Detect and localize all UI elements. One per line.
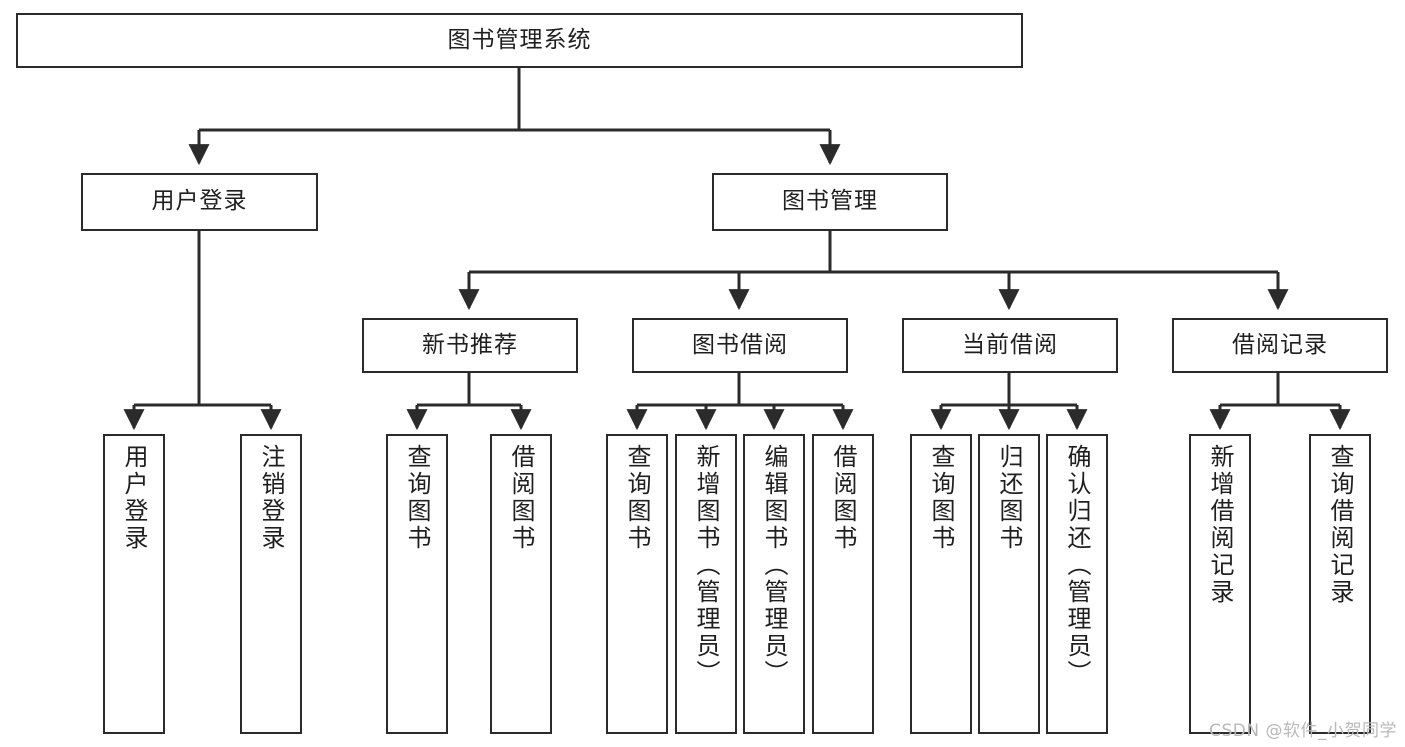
node-label: 借阅图书	[829, 444, 857, 552]
node-root-system[interactable]: 图书管理系统	[16, 13, 1023, 68]
node-label: 图书借阅	[692, 331, 788, 358]
node-label: 图书管理系统	[447, 26, 592, 53]
node-current-borrow[interactable]: 当前借阅	[902, 318, 1118, 373]
leaf-current-confirm-return-admin[interactable]: 确认归还（管理员）	[1046, 434, 1108, 734]
node-label: 新增借阅记录	[1206, 444, 1234, 606]
node-label: 新书推荐	[422, 331, 518, 358]
node-book-management[interactable]: 图书管理	[712, 173, 948, 231]
node-label: 查询借阅记录	[1326, 444, 1354, 606]
leaf-borrow-edit-book-admin[interactable]: 编辑图书（管理员）	[743, 434, 805, 734]
leaf-user-login-logout[interactable]: 注销登录	[240, 434, 302, 734]
node-label: 查询图书	[623, 444, 651, 552]
node-label: 用户登录	[120, 444, 148, 552]
leaf-recommend-borrow-book[interactable]: 借阅图书	[490, 434, 552, 734]
node-label: 借阅记录	[1232, 331, 1328, 358]
node-label: 归还图书	[995, 444, 1023, 552]
node-label: 借阅图书	[507, 444, 535, 552]
node-label: 编辑图书（管理员）	[760, 444, 788, 687]
node-label: 用户登录	[151, 188, 248, 215]
node-label: 注销登录	[257, 444, 285, 552]
node-label: 图书管理	[782, 188, 878, 215]
leaf-records-query-record[interactable]: 查询借阅记录	[1309, 434, 1371, 734]
node-label: 当前借阅	[962, 331, 1058, 358]
node-user-login[interactable]: 用户登录	[81, 173, 318, 231]
leaf-user-login-login[interactable]: 用户登录	[103, 434, 165, 734]
leaf-current-query-book[interactable]: 查询图书	[910, 434, 972, 734]
leaf-recommend-query-book[interactable]: 查询图书	[386, 434, 448, 734]
leaf-current-return-book[interactable]: 归还图书	[978, 434, 1040, 734]
leaf-borrow-add-book-admin[interactable]: 新增图书（管理员）	[675, 434, 737, 734]
node-label: 查询图书	[403, 444, 431, 552]
leaf-records-add-record[interactable]: 新增借阅记录	[1189, 434, 1251, 734]
node-label: 查询图书	[927, 444, 955, 552]
leaf-borrow-borrow-book[interactable]: 借阅图书	[812, 434, 874, 734]
node-borrow-records[interactable]: 借阅记录	[1172, 318, 1388, 373]
node-new-book-recommend[interactable]: 新书推荐	[362, 318, 578, 373]
node-label: 新增图书（管理员）	[692, 444, 720, 687]
leaf-borrow-query-book[interactable]: 查询图书	[606, 434, 668, 734]
node-label: 确认归还（管理员）	[1063, 444, 1091, 687]
node-book-borrow[interactable]: 图书借阅	[632, 318, 848, 373]
watermark-text: CSDN @软件_小贺同学	[1209, 721, 1397, 741]
